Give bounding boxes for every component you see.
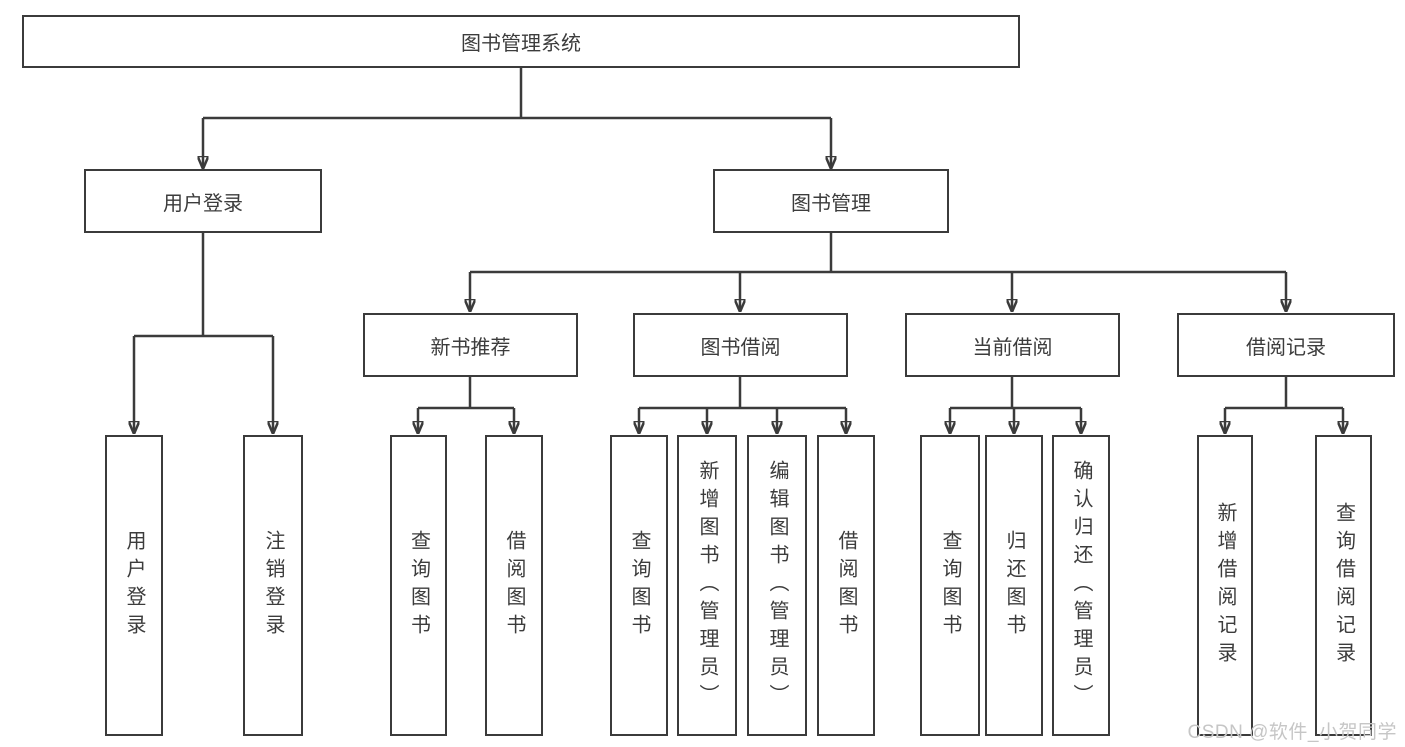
- leaf-logout: 注销登录: [243, 435, 303, 736]
- node-label: 归还图书: [1003, 529, 1025, 642]
- leaf-add-borrow-record: 新增借阅记录: [1197, 435, 1253, 736]
- node-label: 图书管理系统: [461, 33, 581, 55]
- connector-borrow-records: [1225, 377, 1343, 433]
- leaf-edit-books-admin: 编辑图书（管理员）: [747, 435, 807, 736]
- node-label: 新增图书（管理员）: [696, 459, 718, 712]
- leaf-add-books-admin: 新增图书（管理员）: [677, 435, 737, 736]
- node-label: 图书管理: [791, 192, 871, 215]
- leaf-confirm-return-admin: 确认归还（管理员）: [1052, 435, 1110, 736]
- connector-book-borrow: [639, 377, 846, 433]
- node-user-login: 用户登录: [84, 169, 322, 233]
- node-label: 编辑图书（管理员）: [766, 459, 788, 712]
- connector-new-book-recommend: [418, 377, 514, 433]
- leaf-query-books-borrow: 查询图书: [610, 435, 668, 736]
- node-label: 借阅记录: [1246, 336, 1326, 359]
- node-label: 注销登录: [262, 529, 284, 642]
- leaf-borrow-books-recommend: 借阅图书: [485, 435, 543, 736]
- leaf-return-books: 归还图书: [985, 435, 1043, 736]
- connector-book-management: [470, 233, 1286, 311]
- node-system-root: 图书管理系统: [22, 15, 1020, 68]
- node-label: 图书借阅: [700, 336, 781, 359]
- node-label: 查询图书: [407, 529, 430, 642]
- node-label: 借阅图书: [503, 529, 525, 642]
- node-label: 用户登录: [163, 192, 243, 215]
- node-label: 新增借阅记录: [1214, 501, 1236, 670]
- node-book-management: 图书管理: [713, 169, 949, 233]
- node-label: 查询图书: [939, 529, 961, 642]
- leaf-query-books-recommend: 查询图书: [390, 435, 447, 736]
- node-label: 当前借阅: [972, 336, 1053, 359]
- node-label: 用户登录: [123, 529, 145, 642]
- leaf-query-borrow-record: 查询借阅记录: [1315, 435, 1372, 736]
- watermark: CSDN @软件_小贺同学: [1187, 722, 1397, 743]
- node-label: 新书推荐: [430, 336, 511, 359]
- connector-current-borrow: [950, 377, 1081, 433]
- leaf-query-books-current: 查询图书: [920, 435, 980, 736]
- node-label: 查询图书: [628, 529, 650, 642]
- node-label: 确认归还（管理员）: [1070, 459, 1092, 712]
- node-borrow-records: 借阅记录: [1177, 313, 1395, 377]
- leaf-borrow-books: 借阅图书: [817, 435, 875, 736]
- node-label: 借阅图书: [835, 529, 857, 642]
- connector-root: [203, 68, 831, 168]
- leaf-user-login: 用户登录: [105, 435, 163, 736]
- node-label: 查询借阅记录: [1332, 501, 1355, 670]
- node-book-borrow: 图书借阅: [633, 313, 848, 377]
- connector-user-login: [134, 233, 273, 433]
- node-new-book-recommend: 新书推荐: [363, 313, 578, 377]
- node-current-borrow: 当前借阅: [905, 313, 1120, 377]
